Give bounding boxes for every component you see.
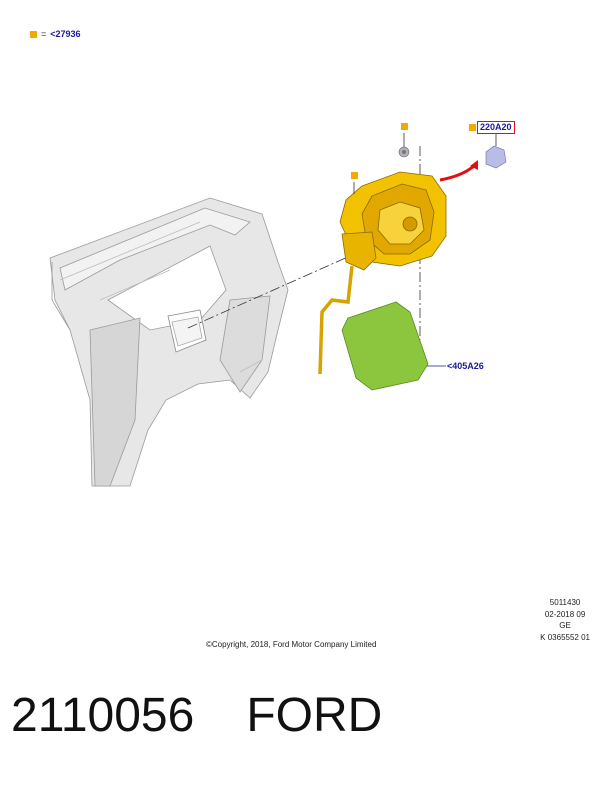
part-number: 2110056 [11, 689, 195, 742]
marker-fastener-icon [401, 123, 408, 130]
legend-marker-icon [30, 30, 37, 38]
meta-line-2: 02-2018 09 [544, 609, 586, 619]
drain-tube [318, 265, 354, 375]
red-arrowhead-icon [470, 160, 478, 170]
callout-220A20[interactable]: 220A20 [477, 121, 515, 134]
bracket [485, 145, 507, 169]
fastener [398, 146, 410, 158]
legend-equals: = [41, 29, 47, 39]
brand: FORD [246, 689, 383, 742]
caption: 2110056 FORD [11, 688, 382, 743]
callout-405A26[interactable]: <405A26 [447, 361, 484, 371]
meta-line-4: K 0365552 01 [540, 632, 590, 642]
marker-housing-icon [351, 172, 358, 179]
legend: = <27936 [30, 29, 81, 39]
meta-line-3: GE [559, 621, 571, 630]
meta-line-1: 5011430 [549, 598, 581, 607]
legend-ref: <27936 [50, 29, 81, 39]
quarter-panel [49, 197, 289, 487]
red-arrow [439, 164, 475, 182]
filler-housing [339, 171, 447, 271]
drawing-meta: 5011430 02-2018 09 GE K 0365552 01 [540, 597, 590, 643]
leader-line-panel [187, 255, 351, 329]
copyright-notice: ©Copyright, 2018, Ford Motor Company Lim… [206, 640, 377, 649]
fuel-door [341, 301, 429, 391]
marker-bracket-icon [469, 124, 476, 131]
